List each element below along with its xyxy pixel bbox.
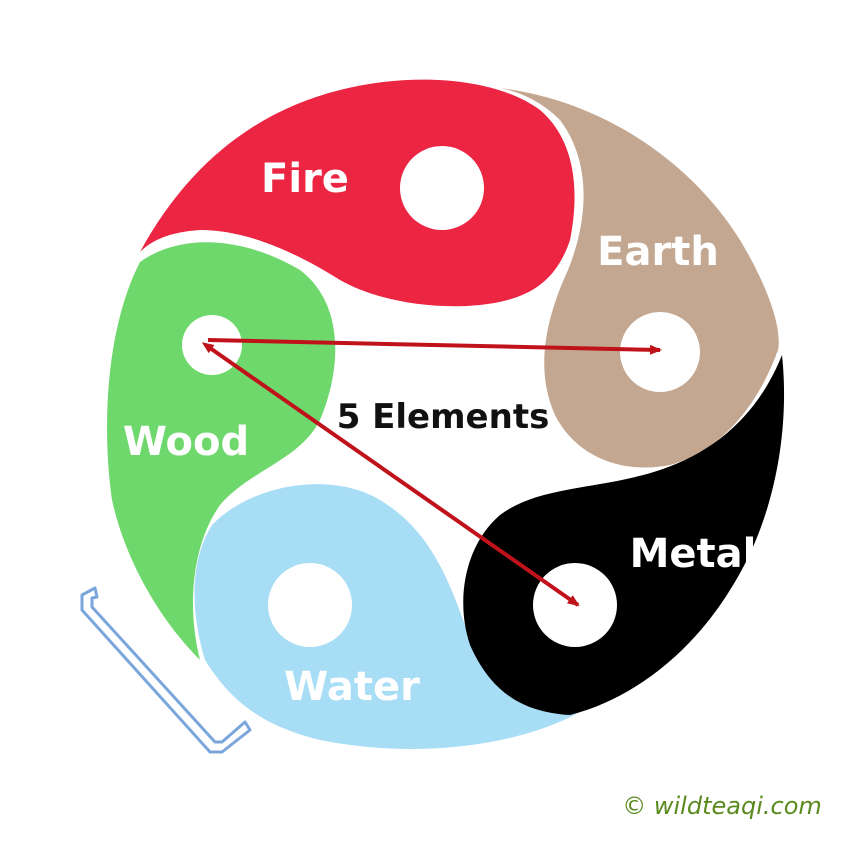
wood-label: Wood	[123, 419, 249, 465]
metal-label: Metal	[630, 531, 757, 577]
center-label: 5 Elements	[337, 397, 550, 437]
arrow-wood-metal	[201, 342, 580, 607]
earth-label: Earth	[597, 229, 719, 275]
fire-segment	[140, 79, 575, 307]
earth-hole	[620, 312, 700, 392]
cycle-arrow	[80, 586, 252, 754]
water-label: Water	[284, 664, 420, 710]
water-hole	[268, 563, 352, 647]
credit-text: © wildteaqi.com	[622, 792, 822, 820]
fire-hole	[400, 146, 484, 230]
fire-label: Fire	[261, 156, 349, 202]
